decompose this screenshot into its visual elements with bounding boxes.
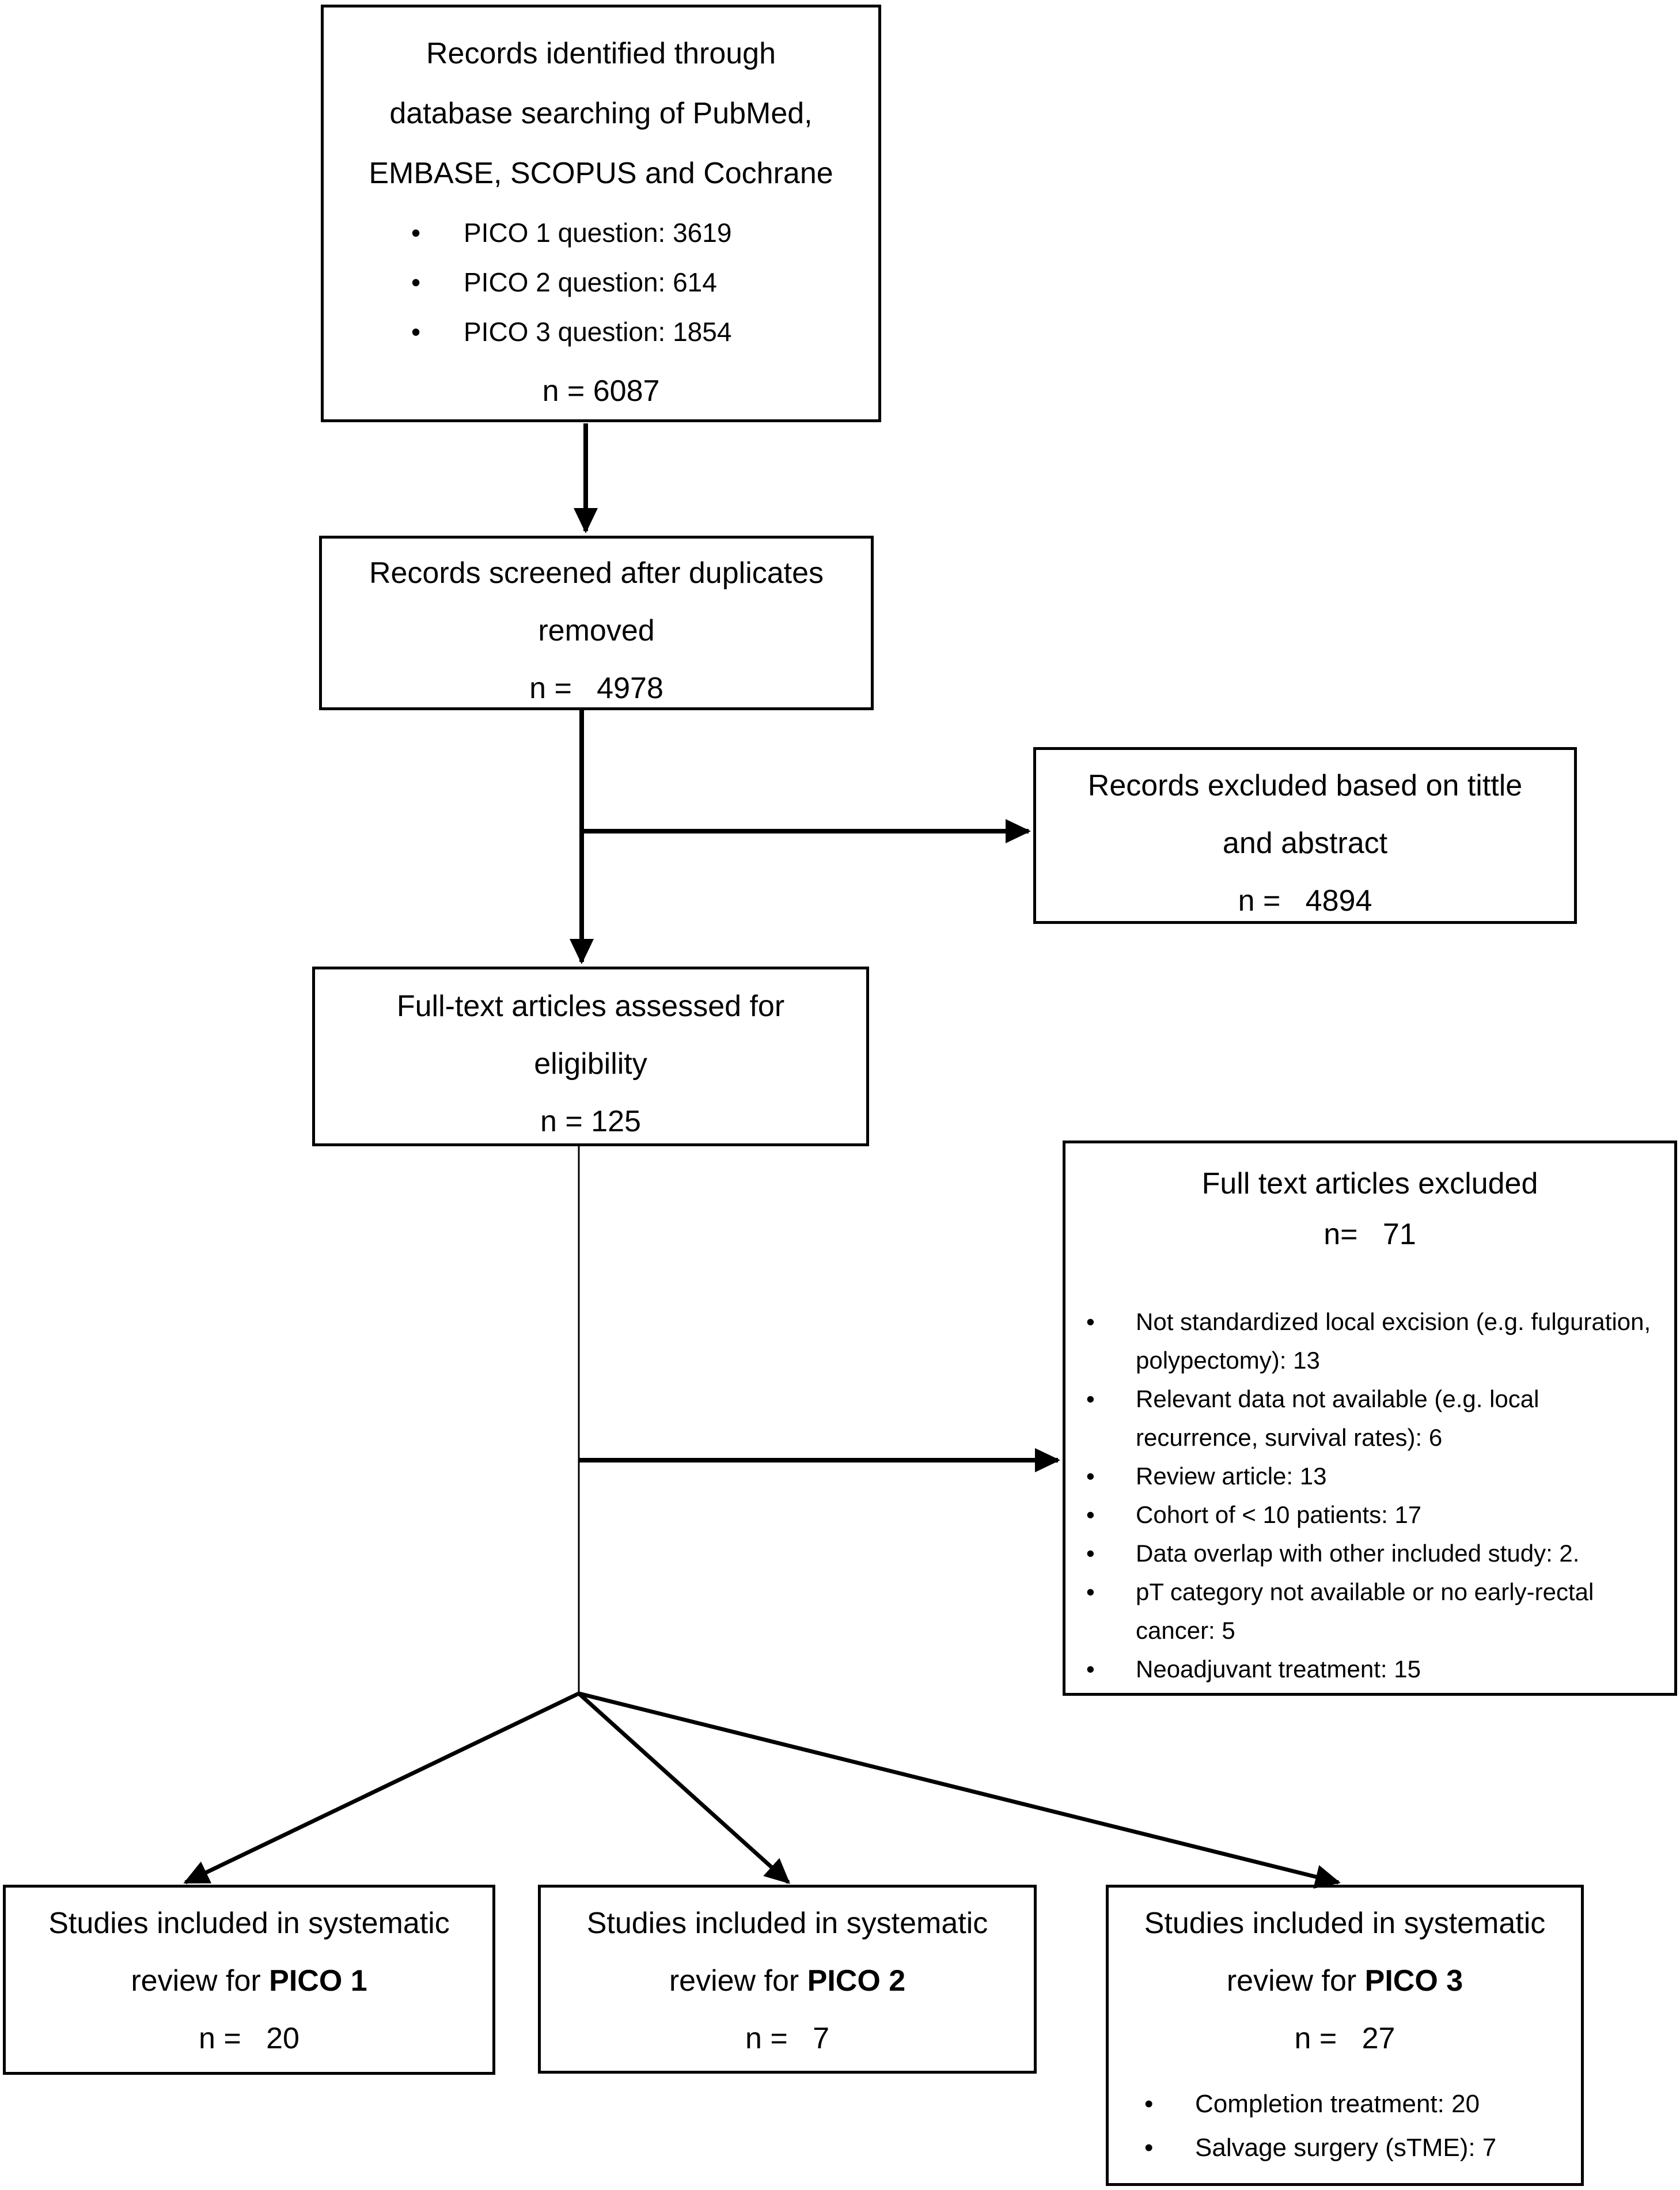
count-label: n = 7 xyxy=(745,2022,829,2055)
box-fulltext-assessed: Full-text articles assessed for eligibil… xyxy=(312,967,869,1146)
count-label: n = 27 xyxy=(1294,2022,1395,2055)
box-title-line: and abstract xyxy=(1222,827,1388,860)
box-title-line: Records excluded based on tittle xyxy=(1087,769,1523,802)
box-title-line: Studies included in systematic xyxy=(586,1907,988,1940)
box-title-line: eligibility xyxy=(534,1047,647,1081)
bullet-item: Data overlap with other included study: … xyxy=(1086,1534,1658,1573)
bullet-item: Neoadjuvant treatment: 15 xyxy=(1086,1650,1658,1688)
pico-label: PICO 2 xyxy=(807,1964,906,1998)
arrow-branch-to-pico2 xyxy=(577,1692,790,1884)
box-title-line: Records identified through xyxy=(426,37,776,70)
identified-bullet-list: PICO 1 question: 3619 PICO 2 question: 6… xyxy=(324,208,878,357)
box-title-line: removed xyxy=(538,614,655,647)
bullet-item: Cohort of < 10 patients: 17 xyxy=(1086,1495,1658,1534)
arrow-branch-to-pico1 xyxy=(183,1691,580,1885)
box-title-line: Full-text articles assessed for xyxy=(396,990,785,1023)
bullet-item: pT category not available or no early-re… xyxy=(1086,1573,1658,1650)
bullet-item: Completion treatment: 20 xyxy=(1144,2082,1575,2126)
count-label: n= 71 xyxy=(1323,1218,1416,1251)
bullet-item: PICO 2 question: 614 xyxy=(411,257,878,307)
box-title-line: Full text articles excluded xyxy=(1201,1167,1538,1200)
count-label: n = 20 xyxy=(199,2022,299,2055)
box-title-line: review for PICO 3 xyxy=(1226,1964,1463,1998)
box-title-line: database searching of PubMed, xyxy=(389,97,813,130)
box-included-pico3: Studies included in systematic review fo… xyxy=(1106,1885,1584,2186)
exclusion-reason-list: Not standardized local excision (e.g. fu… xyxy=(1065,1302,1674,1688)
box-included-pico2: Studies included in systematic review fo… xyxy=(538,1885,1037,2074)
box-title-line: Studies included in systematic xyxy=(48,1907,450,1940)
count-label: n = 6087 xyxy=(542,374,660,408)
pico-label: PICO 1 xyxy=(269,1964,367,1998)
box-included-pico1: Studies included in systematic review fo… xyxy=(3,1885,495,2075)
count-label: n = 4978 xyxy=(529,672,663,705)
box-records-excluded: Records excluded based on tittle and abs… xyxy=(1033,747,1577,924)
box-title-line: review for PICO 2 xyxy=(669,1964,906,1998)
box-title-line: EMBASE, SCOPUS and Cochrane xyxy=(369,157,833,190)
arrow-branch-to-pico3 xyxy=(578,1691,1341,1889)
box-fulltext-excluded: Full text articles excluded n= 71 Not st… xyxy=(1063,1141,1677,1696)
bullet-item: PICO 1 question: 3619 xyxy=(411,208,878,257)
bullet-item: Review article: 13 xyxy=(1086,1457,1658,1495)
box-title-line: Studies included in systematic xyxy=(1144,1907,1546,1940)
bullet-item: PICO 3 question: 1854 xyxy=(411,307,878,357)
bullet-item: Relevant data not available (e.g. local … xyxy=(1086,1380,1658,1457)
bullet-item: Salvage surgery (sTME): 7 xyxy=(1144,2126,1575,2170)
box-records-identified: Records identified through database sear… xyxy=(321,5,881,422)
bullet-item: Not standardized local excision (e.g. fu… xyxy=(1086,1302,1658,1380)
box-title-line: Records screened after duplicates xyxy=(369,556,824,590)
count-label: n = 125 xyxy=(540,1105,641,1138)
box-title-line: review for PICO 1 xyxy=(131,1964,367,1998)
pico-label: PICO 3 xyxy=(1364,1964,1463,1998)
box-records-screened: Records screened after duplicates remove… xyxy=(319,536,874,710)
pico3-bullet-list: Completion treatment: 20 Salvage surgery… xyxy=(1109,2082,1581,2170)
count-label: n = 4894 xyxy=(1238,884,1372,918)
